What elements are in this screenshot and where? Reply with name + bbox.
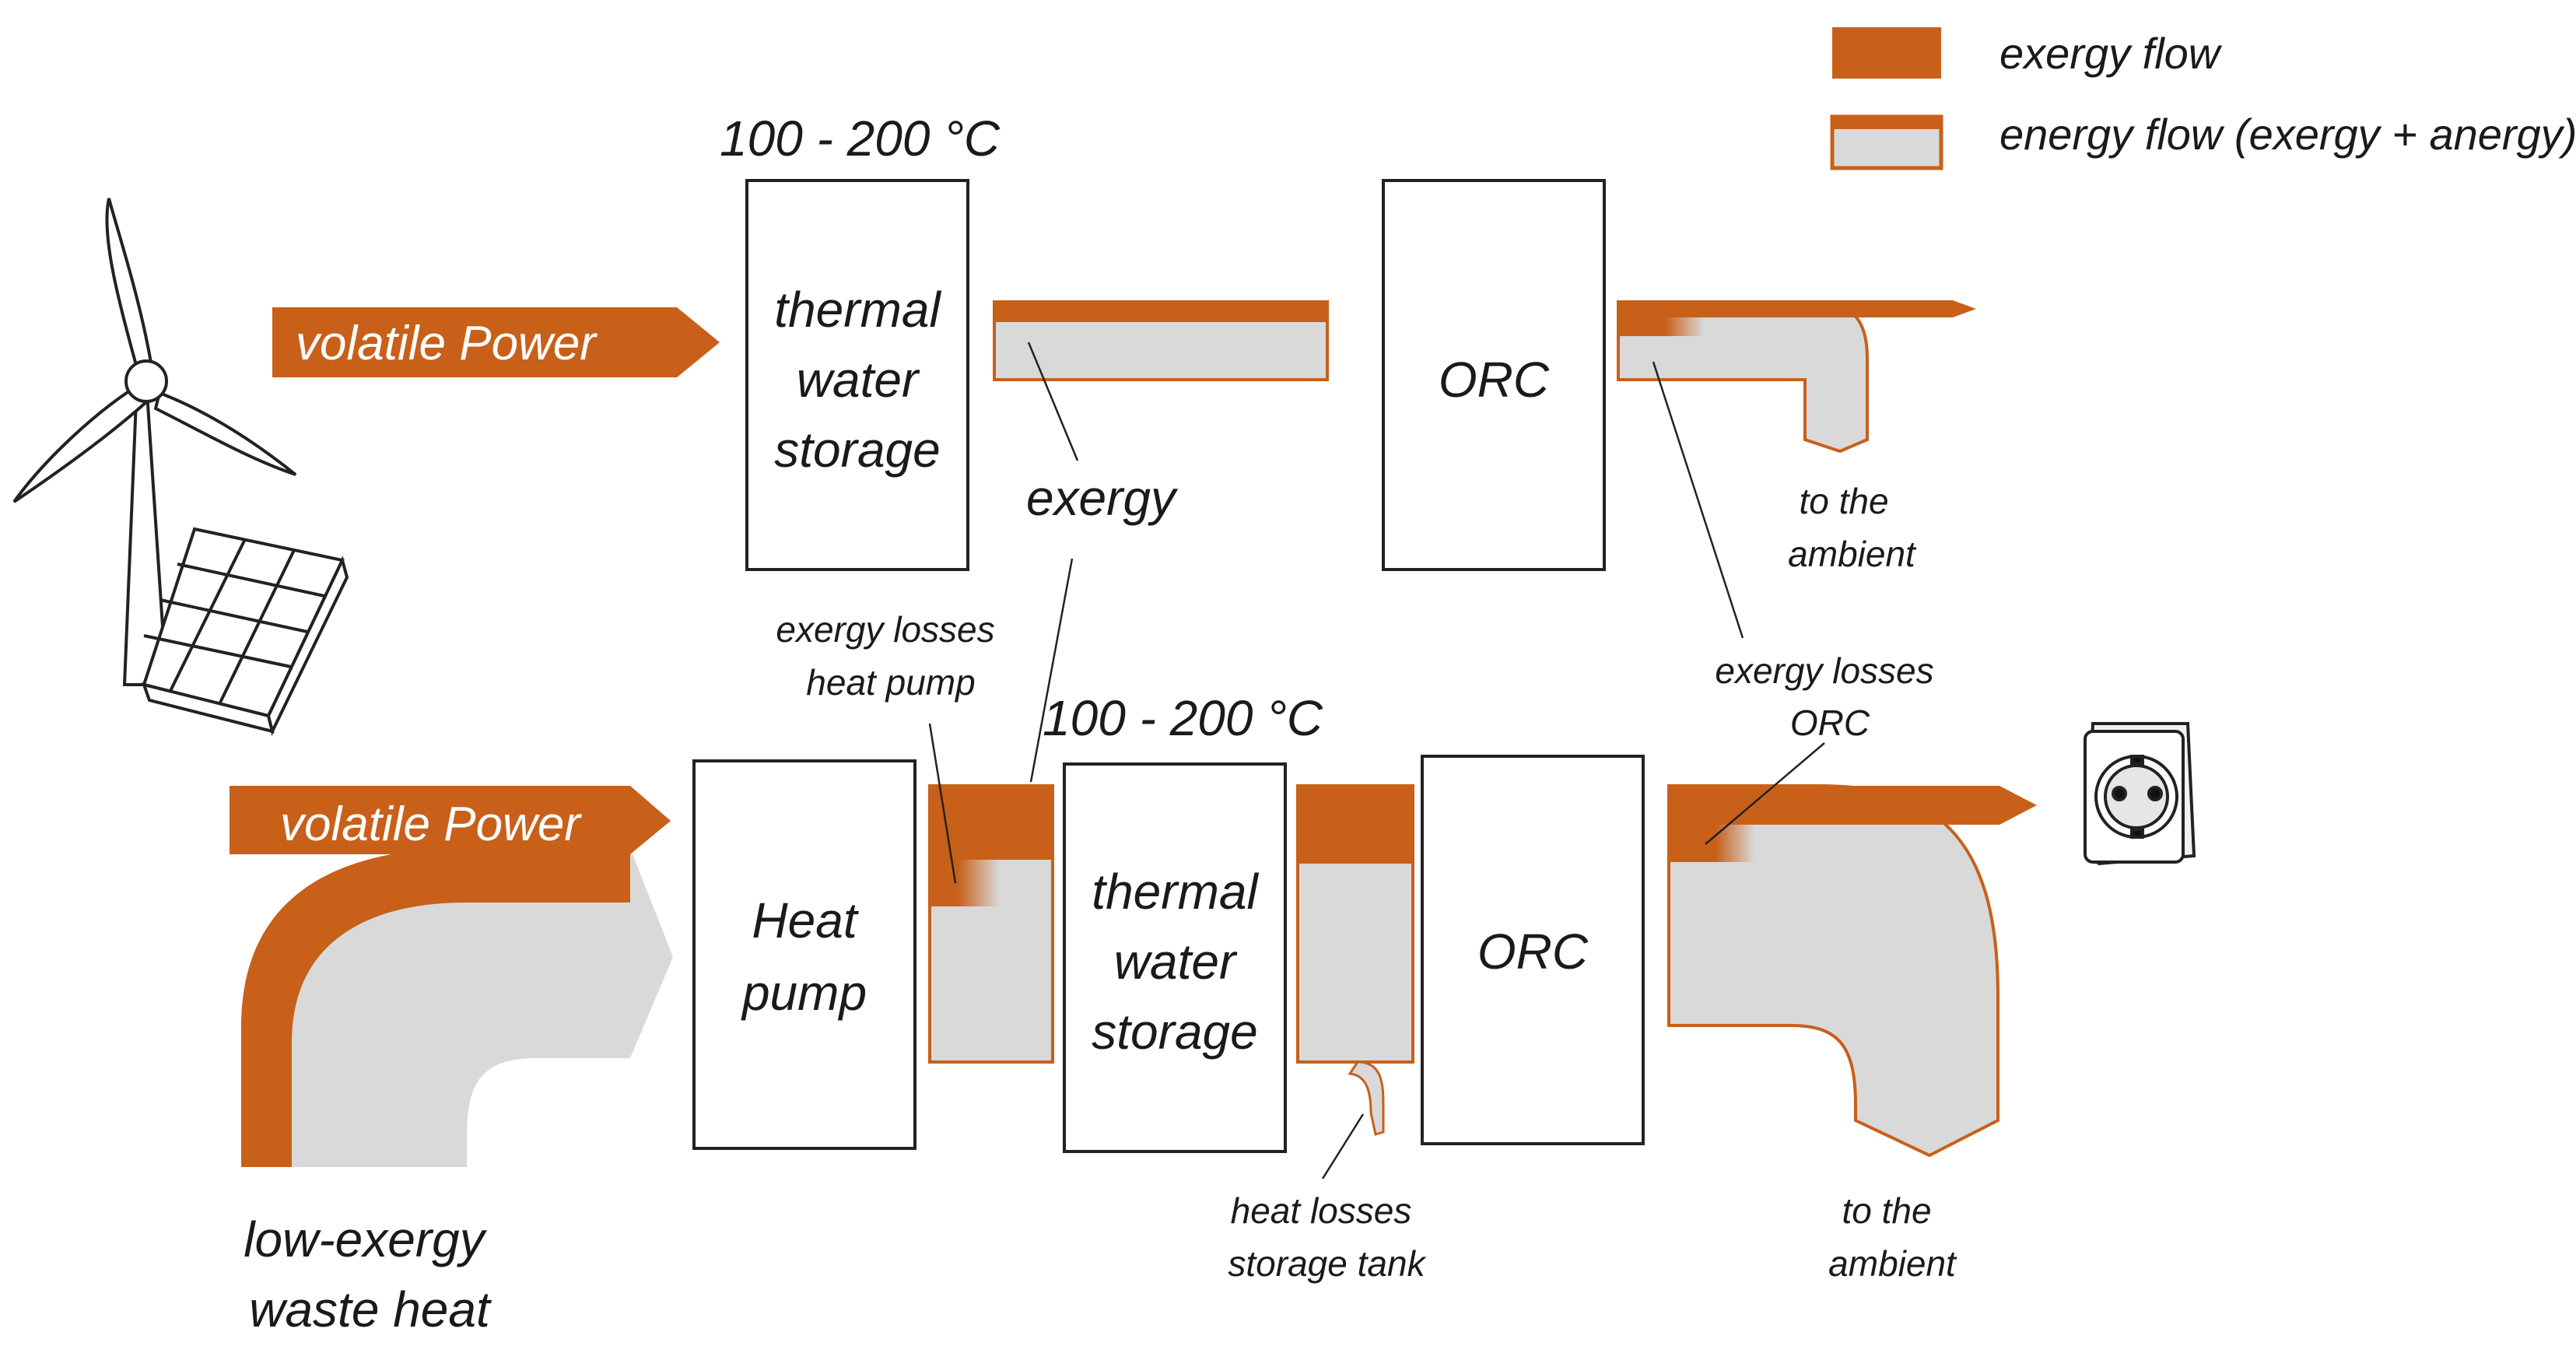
top-exergy-label: exergy [1026, 470, 1179, 526]
top-row: volatile Power 100 - 200 °C thermal wate… [272, 110, 1976, 574]
waste-heat-exergy-band [241, 848, 630, 1167]
legend-energy-swatch-top [1832, 117, 1941, 129]
storage-losses-leader [1321, 1113, 1365, 1180]
top-storage-line2: water [797, 352, 920, 408]
bottom-power-label: volatile Power [280, 797, 582, 851]
bottom-orc-losses-leader [1705, 742, 1825, 845]
top-orc-box [1382, 179, 1606, 571]
heat-pump-line2: pump [741, 965, 867, 1021]
top-exergy-leader [1027, 342, 1079, 461]
hp-losses-line1: exergy losses [776, 609, 994, 650]
legend-energy-label: energy flow (exergy + anergy) [1999, 110, 2576, 159]
top-storage-box [745, 179, 969, 571]
storage-exergy-band [1298, 786, 1413, 864]
bottom-exergy-leader [1029, 558, 1074, 783]
top-temperature: 100 - 200 °C [720, 110, 1001, 166]
hp-exergy-band [930, 786, 1053, 860]
hp-losses-line2: heat pump [806, 662, 975, 703]
waste-heat-line1: low-exergy [244, 1211, 487, 1267]
top-orc-losses-leader [1652, 361, 1744, 639]
bottom-ambient-line1: to the [1842, 1190, 1931, 1231]
bottom-temperature: 100 - 200 °C [1043, 690, 1323, 746]
top-exergy-band [994, 302, 1327, 322]
top-ambient-line1: to the [1799, 481, 1888, 521]
hp-losses-leader [928, 723, 957, 884]
power-socket-icon [2084, 722, 2196, 866]
bottom-storage-line3: storage [1092, 1004, 1257, 1060]
waste-heat-line2: waste heat [249, 1281, 492, 1337]
heat-pump-box [692, 759, 916, 1150]
storage-losses-line2: storage tank [1228, 1243, 1426, 1284]
top-orc-label: ORC [1439, 352, 1550, 408]
legend-exergy-swatch [1832, 27, 1941, 79]
orc-losses-line2: ORC [1790, 703, 1870, 743]
top-storage-line1: thermal [774, 282, 941, 338]
bottom-ambient-line2: ambient [1828, 1243, 1957, 1284]
top-ambient-line2: ambient [1788, 534, 1917, 574]
top-power-arrow [272, 307, 720, 377]
bottom-row: volatile Power Heat pump 100 - 200 °C th… [230, 361, 2037, 1337]
bottom-exergy-arrow [1669, 786, 2037, 825]
top-exergy-arrow [1618, 300, 1976, 317]
top-storage-line3: storage [774, 422, 940, 478]
heat-pump-line1: Heat [752, 892, 858, 948]
storage-losses-line1: heat losses [1231, 1190, 1412, 1231]
orc-losses-line1: exergy losses [1715, 650, 1933, 691]
bottom-storage-line1: thermal [1092, 864, 1259, 920]
solar-panel-icon [141, 527, 349, 736]
bottom-storage-box [1063, 762, 1287, 1153]
legend: exergy flow energy flow (exergy + anergy… [1830, 27, 2576, 170]
bottom-orc-box [1421, 755, 1645, 1145]
wind-turbine-icon [12, 198, 297, 686]
legend-exergy-label: exergy flow [1999, 29, 2223, 78]
top-power-label: volatile Power [296, 317, 598, 370]
bottom-orc-label: ORC [1477, 924, 1589, 980]
bottom-storage-line2: water [1114, 934, 1238, 990]
bottom-power-arrow [230, 786, 671, 854]
hp-exergy-loss-fade [930, 860, 1000, 906]
storage-heat-loss-flow [1348, 1060, 1385, 1136]
